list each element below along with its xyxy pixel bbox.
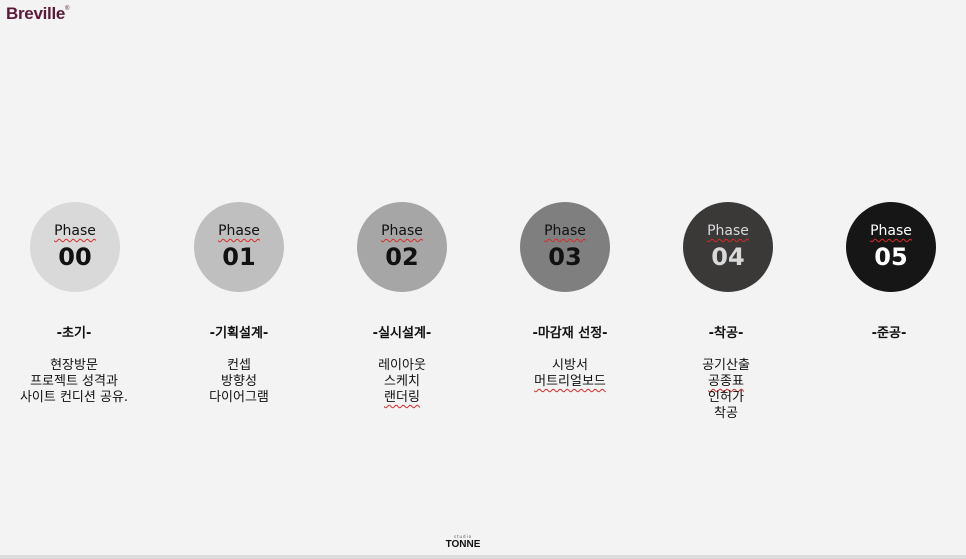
phase-title: -착공- — [708, 326, 744, 341]
phase-number: 01 — [222, 243, 256, 271]
task-line: 공기산출 — [702, 358, 750, 373]
task-line: 인허가 — [708, 390, 744, 405]
task-line: 사이트 컨디션 공유. — [19, 390, 129, 405]
phase-label: Phase — [544, 223, 586, 239]
bottom-divider — [0, 555, 966, 559]
task-line: 방향성 — [221, 374, 257, 389]
phase-label: Phase — [870, 223, 912, 239]
phase-tasks: 현장방문 프로젝트 성격과 사이트 컨디션 공유. — [0, 358, 154, 406]
phase-05-circle: Phase 05 — [846, 202, 936, 292]
task-line: 현장방문 — [50, 358, 98, 373]
registered-mark: ® — [65, 6, 70, 12]
phase-label: Phase — [381, 223, 423, 239]
phase-number: 02 — [385, 243, 419, 271]
phase-01-circle: Phase 01 — [194, 202, 284, 292]
logo-subtext: studio — [453, 534, 473, 539]
task-line: 레이아웃 — [378, 358, 426, 373]
task-line: 랜더링 — [384, 390, 420, 405]
task-line: 프로젝트 성격과 — [30, 374, 118, 389]
phase-01-details: -기획설계- 컨셉 방향성 다이어그램 — [159, 326, 319, 406]
phase-title: -마감재 선정- — [532, 326, 608, 341]
phase-title: -초기- — [56, 326, 92, 341]
phase-title: -실시설계- — [372, 326, 432, 341]
phase-02-details: -실시설계- 레이아웃 스케치 랜더링 — [322, 326, 482, 406]
task-line: 머트리얼보드 — [534, 374, 606, 389]
phase-number: 04 — [711, 243, 745, 271]
phase-04-details: -착공- 공기산출 공종표 인허가 착공 — [646, 326, 806, 422]
phase-number: 00 — [58, 243, 92, 271]
phase-03-circle: Phase 03 — [520, 202, 610, 292]
phase-title: -기획설계- — [209, 326, 269, 341]
phase-tasks: 레이아웃 스케치 랜더링 — [322, 358, 482, 406]
logo-wordmark: TONNE — [445, 539, 481, 550]
phase-00-circle: Phase 00 — [30, 202, 120, 292]
phase-03-details: -마감재 선정- 시방서 머트리얼보드 — [490, 326, 650, 390]
phase-label: Phase — [218, 223, 260, 239]
task-line: 다이어그램 — [209, 390, 269, 405]
breville-logo: Breville® — [6, 4, 69, 24]
task-line: 스케치 — [384, 374, 420, 389]
logo-wordmark: Breville — [6, 4, 66, 23]
phase-title: -준공- — [871, 326, 907, 341]
phase-label: Phase — [707, 223, 749, 239]
phase-04-circle: Phase 04 — [683, 202, 773, 292]
task-line: 착공 — [714, 406, 738, 421]
task-line: 시방서 — [552, 358, 588, 373]
phase-05-details: -준공- — [809, 326, 966, 342]
phase-number: 05 — [874, 243, 908, 271]
phase-label: Phase — [54, 223, 96, 239]
task-line: 공종표 — [708, 374, 744, 389]
phase-00-details: -초기- 현장방문 프로젝트 성격과 사이트 컨디션 공유. — [0, 326, 154, 406]
phase-02-circle: Phase 02 — [357, 202, 447, 292]
phase-tasks: 공기산출 공종표 인허가 착공 — [646, 358, 806, 422]
phase-number: 03 — [548, 243, 582, 271]
phase-tasks: 컨셉 방향성 다이어그램 — [159, 358, 319, 406]
task-line: 컨셉 — [227, 358, 251, 373]
phase-tasks: 시방서 머트리얼보드 — [490, 358, 650, 390]
tonne-logo: studio TONNE — [436, 535, 490, 551]
